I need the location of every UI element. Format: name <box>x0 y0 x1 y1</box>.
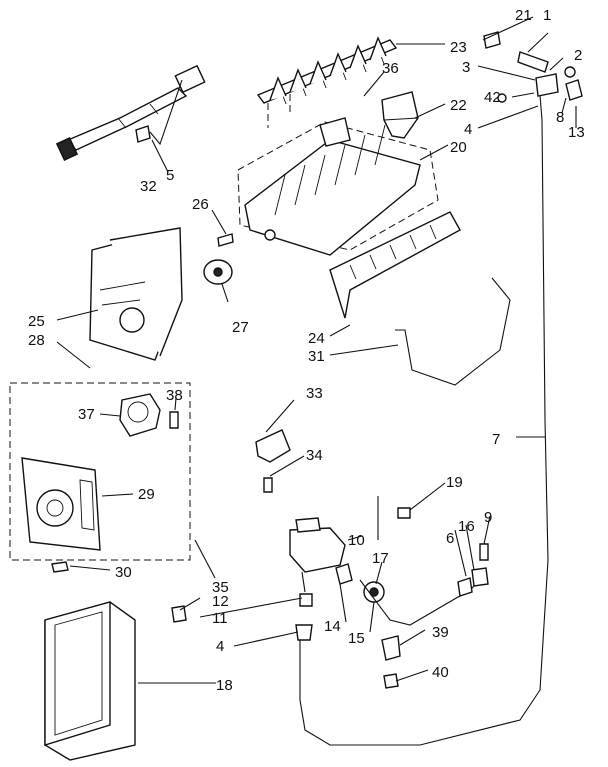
timer <box>119 393 161 437</box>
label-33: 33 <box>306 385 323 402</box>
label-7: 7 <box>492 431 500 448</box>
label-31: 31 <box>308 348 325 365</box>
module-plate <box>21 457 101 551</box>
label-5: 5 <box>166 167 174 184</box>
water-line <box>299 94 549 746</box>
label-36: 36 <box>382 60 399 77</box>
label-42: 42 <box>484 89 501 106</box>
label-28: 28 <box>28 332 45 349</box>
label-25: 25 <box>28 313 45 330</box>
clip <box>135 125 151 143</box>
label-4-top: 4 <box>464 121 472 138</box>
label-22: 22 <box>450 97 467 114</box>
label-26: 26 <box>192 196 209 213</box>
label-15: 15 <box>348 630 365 647</box>
shutoff-arm <box>395 277 511 386</box>
coupling-6 <box>457 577 473 597</box>
label-8: 8 <box>556 109 564 126</box>
leader-lines <box>56 16 577 684</box>
label-32: 32 <box>140 178 157 195</box>
label-40: 40 <box>432 664 449 681</box>
label-17: 17 <box>372 550 389 567</box>
screw-38 <box>169 411 179 429</box>
label-39: 39 <box>432 624 449 641</box>
label-20: 20 <box>450 139 467 156</box>
ice-stripper <box>329 211 461 319</box>
ice-mold <box>244 117 421 256</box>
screw-9 <box>479 543 489 561</box>
label-37: 37 <box>78 406 95 423</box>
label-29: 29 <box>138 486 155 503</box>
label-6: 6 <box>446 530 454 547</box>
label-3: 3 <box>462 59 470 76</box>
label-13: 13 <box>568 124 585 141</box>
ejector-blade <box>256 36 398 105</box>
fill-tube-fittings <box>483 31 583 103</box>
label-9: 9 <box>484 509 492 526</box>
callout-labels: 1 2 3 4 5 6 7 8 9 10 11 12 13 14 15 16 1… <box>28 7 585 694</box>
label-21: 21 <box>515 7 532 24</box>
wire-harness <box>55 64 206 162</box>
label-23: 23 <box>450 39 467 56</box>
fitting-39 <box>381 635 401 661</box>
screw-34 <box>263 477 273 493</box>
screw-26 <box>217 233 234 247</box>
label-16: 16 <box>458 518 475 535</box>
front-cover <box>44 601 136 761</box>
label-2: 2 <box>574 47 582 64</box>
nut-12 <box>171 605 187 623</box>
label-27: 27 <box>232 319 249 336</box>
label-34: 34 <box>306 447 323 464</box>
label-38: 38 <box>166 387 183 404</box>
label-19: 19 <box>446 474 463 491</box>
motor-housing <box>89 227 183 361</box>
control-module-box <box>9 382 191 561</box>
valve-fittings <box>335 563 385 603</box>
fill-cup <box>381 91 419 139</box>
screw-30 <box>51 561 69 573</box>
label-4-lower: 4 <box>216 638 224 655</box>
nut-40 <box>383 673 399 689</box>
label-12: 12 <box>212 593 229 610</box>
motor <box>203 259 233 285</box>
insulator <box>255 429 291 463</box>
label-11: 11 <box>212 610 228 627</box>
fitting-4-lower <box>295 624 313 641</box>
label-14: 14 <box>324 618 341 635</box>
label-10: 10 <box>348 532 365 549</box>
nut-11 <box>299 593 313 607</box>
label-18: 18 <box>216 677 233 694</box>
screw-19 <box>397 507 411 519</box>
water-valve <box>289 496 379 593</box>
label-35: 35 <box>212 579 229 596</box>
label-1: 1 <box>543 7 551 24</box>
label-30: 30 <box>115 564 132 581</box>
label-24: 24 <box>308 330 325 347</box>
clamp-16 <box>471 567 489 587</box>
